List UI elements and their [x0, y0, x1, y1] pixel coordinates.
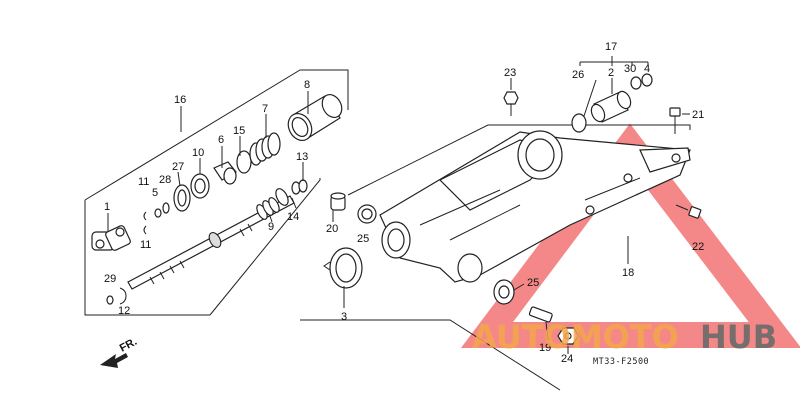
callout-21: 21: [692, 109, 704, 121]
callout-17: 17: [605, 41, 617, 53]
callout-7: 7: [262, 103, 268, 115]
callout-22: 22: [692, 241, 704, 253]
callout-13: 13: [296, 151, 308, 163]
collar-group: [571, 56, 653, 133]
watermark-brand-part2: HUB: [700, 318, 777, 356]
callout-1: 1: [104, 201, 110, 213]
upper-bolts: [503, 91, 702, 219]
universal-joint: [91, 225, 131, 251]
callout-29: 29: [104, 273, 116, 285]
callout-26: 26: [572, 69, 584, 81]
callout-labels: 1 2 3 4 5 6 7 8 9 10 11 11 12 13 14 15 1…: [104, 41, 704, 365]
drive-shaft-group-box: [84, 69, 349, 316]
callout-19: 19: [539, 342, 551, 354]
watermark-triangle: [460, 123, 800, 348]
callout-25a: 25: [357, 233, 369, 245]
callout-28: 28: [159, 174, 171, 186]
pivot-bolt: [528, 306, 579, 345]
callout-24: 24: [561, 353, 573, 365]
rubber-boot: [323, 192, 363, 289]
callout-16: 16: [174, 94, 186, 106]
watermark-logo: AUTOMOTO HUB: [472, 318, 777, 356]
callout-18: 18: [622, 267, 634, 279]
callout-8: 8: [304, 79, 310, 91]
front-direction-label: FR.: [118, 336, 139, 355]
callout-27: 27: [172, 161, 184, 173]
front-direction-indicator: FR.: [100, 336, 139, 368]
callout-5: 5: [152, 187, 158, 199]
swingarm: [379, 130, 691, 283]
callout-10: 10: [192, 147, 204, 159]
callout-12: 12: [118, 305, 130, 317]
callout-6: 6: [218, 134, 224, 146]
callout-20: 20: [326, 223, 338, 235]
callout-15: 15: [233, 125, 245, 137]
callout-3: 3: [341, 311, 347, 323]
shaft-components: [106, 179, 308, 305]
callout-23: 23: [504, 67, 516, 79]
oil-seal-and-washer: [173, 173, 210, 212]
pivot-bearings: [357, 204, 515, 305]
callout-9: 9: [268, 221, 274, 233]
leader-lines: [107, 78, 690, 354]
damper-housing: [287, 93, 343, 141]
callout-30: 30: [624, 63, 636, 75]
damper-parts: [213, 132, 281, 185]
callout-11a: 11: [138, 176, 149, 188]
front-arrow-icon: [100, 353, 128, 368]
callout-11b: 11: [140, 239, 151, 251]
diagram-code: MT33-F2500: [593, 357, 649, 367]
callout-14: 14: [287, 211, 299, 223]
callout-4: 4: [644, 63, 650, 75]
callout-25b: 25: [527, 277, 539, 289]
swingarm-group-box: [300, 124, 691, 391]
watermark-brand-part1: AUTOMOTO: [472, 318, 679, 356]
callout-2: 2: [608, 67, 614, 79]
